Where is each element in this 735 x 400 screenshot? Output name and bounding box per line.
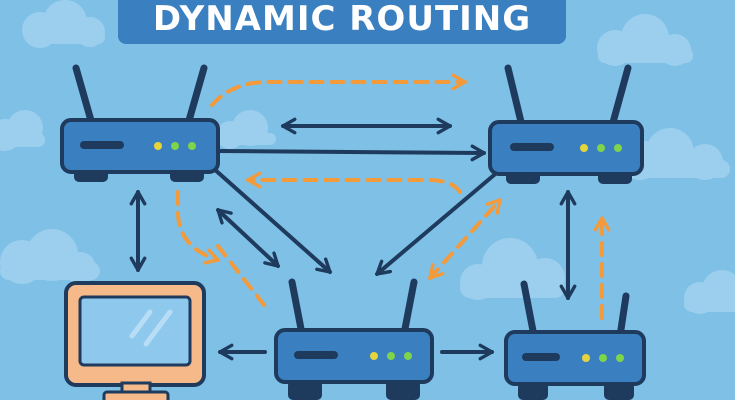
link-dashed-tr-to-tl [246, 171, 462, 194]
status-led [404, 352, 412, 360]
monitor-base [102, 390, 170, 400]
router-slot [80, 141, 124, 149]
cloud-top-right [597, 14, 693, 66]
antenna [504, 64, 526, 130]
page-title: DYNAMIC ROUTING [152, 0, 532, 39]
router-body [488, 120, 644, 176]
cloud-right-lower [684, 270, 735, 314]
links [129, 73, 611, 361]
antenna [608, 64, 632, 130]
router-top-left [60, 64, 220, 182]
router-body [274, 328, 434, 384]
link-tl-to-tr [216, 144, 486, 162]
router-foot [604, 382, 634, 400]
screen-glare [129, 309, 153, 339]
status-led [582, 354, 590, 362]
status-led [188, 142, 196, 150]
cloud-left-middle [0, 110, 45, 151]
router-top-right [488, 64, 644, 184]
router-foot [288, 380, 322, 400]
status-led [370, 352, 378, 360]
router-body [60, 118, 220, 174]
router-slot [294, 351, 338, 359]
status-led [599, 354, 607, 362]
cloud-center-right [460, 238, 565, 300]
antenna [288, 278, 306, 338]
router-foot [386, 380, 420, 400]
antenna [616, 292, 630, 340]
router-body [504, 330, 646, 386]
status-led [154, 142, 162, 150]
router-bottom-right [504, 280, 646, 400]
link-tl-bc-bidirectional [216, 208, 280, 268]
status-led [614, 144, 622, 152]
status-led [597, 144, 605, 152]
antenna [72, 64, 96, 128]
link-dashed-tl-to-bc-a [176, 190, 220, 265]
computer [64, 281, 206, 400]
title-banner: DYNAMIC ROUTING [118, 0, 566, 44]
antenna [400, 278, 418, 338]
router-bottom-center [274, 278, 434, 400]
link-dashed-bc-tr-bidirectional [428, 198, 502, 280]
status-led [387, 352, 395, 360]
status-led [171, 142, 179, 150]
link-dashed-tl-to-bc-b [216, 244, 270, 312]
status-led [580, 144, 588, 152]
cloud-top-left [22, 0, 105, 48]
screen-glare [143, 309, 173, 347]
antenna [520, 280, 538, 340]
router-slot [510, 143, 554, 151]
status-led [616, 354, 624, 362]
background-clouds [0, 0, 735, 314]
router-foot [518, 382, 548, 400]
router-slot [522, 353, 560, 361]
cloud-top-center [216, 110, 276, 149]
antenna [184, 64, 208, 128]
cloud-left-lower [0, 229, 100, 284]
link-dashed-tl-to-tr [210, 73, 467, 107]
